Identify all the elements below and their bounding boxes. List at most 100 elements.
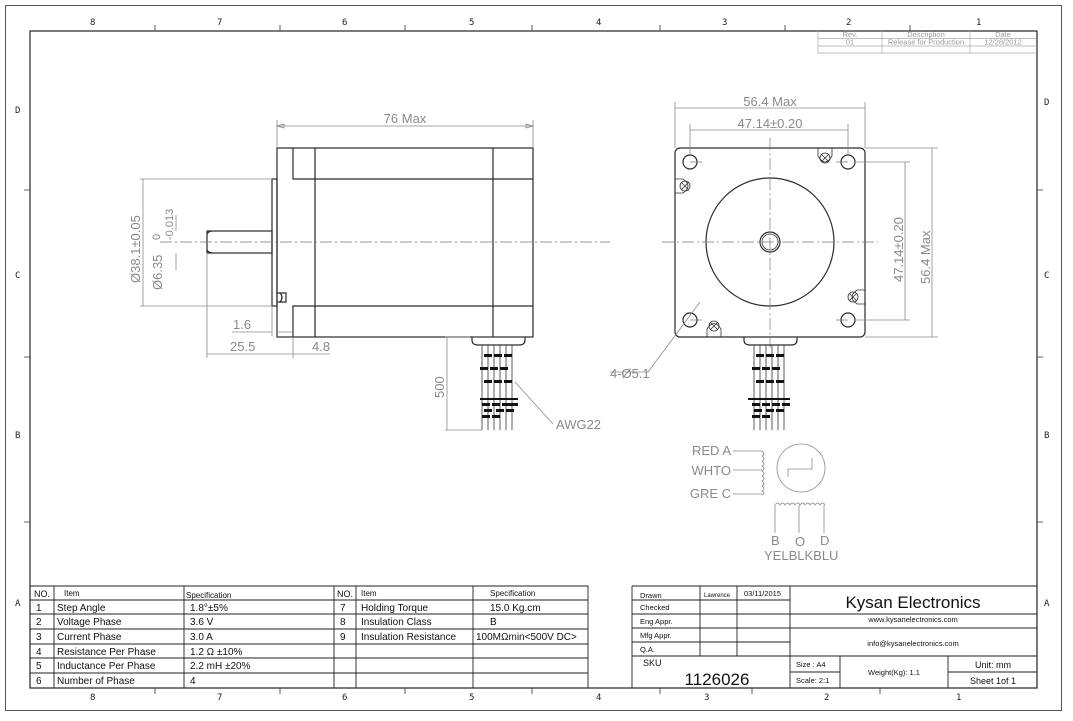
zone-col-7: 7 xyxy=(217,18,222,28)
spec-item: Insulation Resistance xyxy=(361,632,456,643)
zone-markers: 8 7 6 5 4 3 2 1 8 7 6 5 4 3 2 1 D C B A … xyxy=(15,18,1050,703)
spec-item: Current Phase xyxy=(57,632,122,643)
spec-value: 2.2 mH ±20% xyxy=(190,661,251,672)
zone-col-6: 6 xyxy=(342,18,347,28)
spec-item: Voltage Phase xyxy=(57,617,122,628)
zone-col-1-bottom: 1 xyxy=(956,693,961,703)
company-website: www.kysanelectronics.com xyxy=(867,615,958,624)
dim-hole-spacing-vertical: 47.14±0.20 xyxy=(891,217,906,282)
spec-item: Inductance Per Phase xyxy=(57,661,156,672)
spec-value: 4 xyxy=(190,676,196,687)
rev-date: 12/28/2012 xyxy=(984,38,1022,47)
spec-no: 7 xyxy=(340,603,346,614)
zone-col-8: 8 xyxy=(90,18,95,28)
role-mfg-appr: Mfg Appr. xyxy=(640,631,672,640)
weight: Weight(Kg): 1.1 xyxy=(868,668,920,677)
sheet-number: Sheet 1of 1 xyxy=(970,676,1016,686)
wire-label-wht-o: WHTO xyxy=(692,463,731,478)
outer-frame xyxy=(5,5,1062,711)
zone-col-4: 4 xyxy=(596,18,601,28)
zone-col-2: 2 xyxy=(846,18,851,28)
dim-flange-thickness: 4.8 xyxy=(312,339,330,354)
spec-table: NO. Item Specification NO. Item Specific… xyxy=(30,585,589,688)
wire-label-d: D xyxy=(820,533,829,548)
dim-hole-spacing-horizontal: 47.14±0.20 xyxy=(738,116,803,131)
spec-no: 1 xyxy=(36,603,42,614)
sku-label: SKU xyxy=(643,658,662,668)
revision-block: Rev. Description Date 01 Release for Pro… xyxy=(817,30,1037,54)
wiring-diagram: RED A WHTO GRE C B O D YELBLKBLU xyxy=(690,443,839,563)
dim-shaft-length: 25.5 xyxy=(230,339,255,354)
role-eng-appr: Eng Appr. xyxy=(640,617,673,626)
wire-label-red-a: RED A xyxy=(692,443,731,458)
zone-row-a: A xyxy=(15,599,21,609)
zone-col-8-bottom: 8 xyxy=(90,693,95,703)
dim-shaft-tol-lower: -0.013 xyxy=(164,209,176,240)
role-checked: Checked xyxy=(640,603,670,612)
spec-item: Holding Torque xyxy=(361,603,429,614)
sku-value: 1126026 xyxy=(685,670,750,689)
spec-header-specification-2: Specification xyxy=(490,589,535,598)
inner-frame xyxy=(29,30,1038,689)
zone-col-6-bottom: 6 xyxy=(342,693,347,703)
wire-label-gre-c: GRE C xyxy=(690,486,731,501)
spec-header-no-2: NO. xyxy=(337,589,353,599)
role-drawn: Drawn xyxy=(640,591,662,600)
zone-col-2-bottom: 2 xyxy=(824,693,829,703)
front-view: 56.4 Max 47.14±0.20 47.14±0.20 56.4 Max … xyxy=(610,94,938,430)
dim-shaft-tol-upper: 0 xyxy=(151,234,163,240)
zone-col-3-bottom: 3 xyxy=(704,693,709,703)
rev-header: Rev. xyxy=(843,30,858,39)
spec-header-item: Item xyxy=(64,589,80,598)
sheet-size: Size : A4 xyxy=(796,660,826,669)
dim-pilot-depth: 1.6 xyxy=(233,317,251,332)
spec-item: Step Angle xyxy=(57,603,106,614)
spec-header-no: NO. xyxy=(34,589,50,599)
spec-value: 1.8°±5% xyxy=(190,603,228,614)
dim-shaft-diameter: Ø6.35 xyxy=(150,255,165,290)
zone-row-b: B xyxy=(15,431,20,441)
zone-row-c: C xyxy=(15,271,20,281)
zone-row-c-right: C xyxy=(1044,271,1049,281)
spec-value: B xyxy=(490,617,497,628)
drawn-by: Lawrence xyxy=(704,593,731,599)
dim-length: 76 Max xyxy=(384,111,427,126)
spec-item: Resistance Per Phase xyxy=(57,647,156,658)
side-view: 76 Max Ø38.1±0.05 Ø6.35 0 -0.013 1.6 25.… xyxy=(128,111,610,432)
zone-col-4-bottom: 4 xyxy=(596,693,601,703)
description-header: Description xyxy=(907,30,945,39)
spec-header-item-2: Item xyxy=(361,589,377,598)
dim-lead-length: 500 xyxy=(432,376,447,398)
spec-no: 5 xyxy=(36,661,42,672)
spec-value: 3.6 V xyxy=(190,617,214,628)
zone-row-b-right: B xyxy=(1044,431,1049,441)
dim-pilot-diameter: Ø38.1±0.05 xyxy=(128,215,143,283)
role-qa: Q.A. xyxy=(640,645,655,654)
spec-no: 4 xyxy=(36,647,42,658)
zone-col-7-bottom: 7 xyxy=(217,693,222,703)
zone-row-a-right: A xyxy=(1044,599,1050,609)
spec-no: 2 xyxy=(36,617,42,628)
company-name: Kysan Electronics xyxy=(845,593,980,612)
spec-value: 3.0 A xyxy=(190,632,213,643)
screw-icons xyxy=(675,148,865,337)
date-header: Date xyxy=(995,30,1011,39)
dim-front-height: 56.4 Max xyxy=(918,230,933,284)
spec-item: Insulation Class xyxy=(361,617,432,628)
zone-row-d-right: D xyxy=(1044,98,1049,108)
title-block: Drawn Checked Eng Appr. Mfg Appr. Q.A. L… xyxy=(631,585,1037,689)
zone-row-d: D xyxy=(15,106,20,116)
drawn-date: 03/11/2015 xyxy=(744,589,781,598)
drawing-scale: Scale: 2:1 xyxy=(796,676,829,685)
spec-no: 3 xyxy=(36,632,42,643)
rev-value: 01 xyxy=(846,38,854,47)
spec-no: 8 xyxy=(340,617,346,628)
spec-item: Number of Phase xyxy=(57,676,135,687)
spec-header-specification: Specification xyxy=(186,591,231,600)
dim-mounting-holes: 4-Ø5.1 xyxy=(610,366,650,381)
spec-value: 100MΩmin<500V DC> xyxy=(476,632,577,643)
zone-col-1: 1 xyxy=(976,18,981,28)
spec-no: 9 xyxy=(340,632,346,643)
wire-label-b: B xyxy=(771,533,780,548)
